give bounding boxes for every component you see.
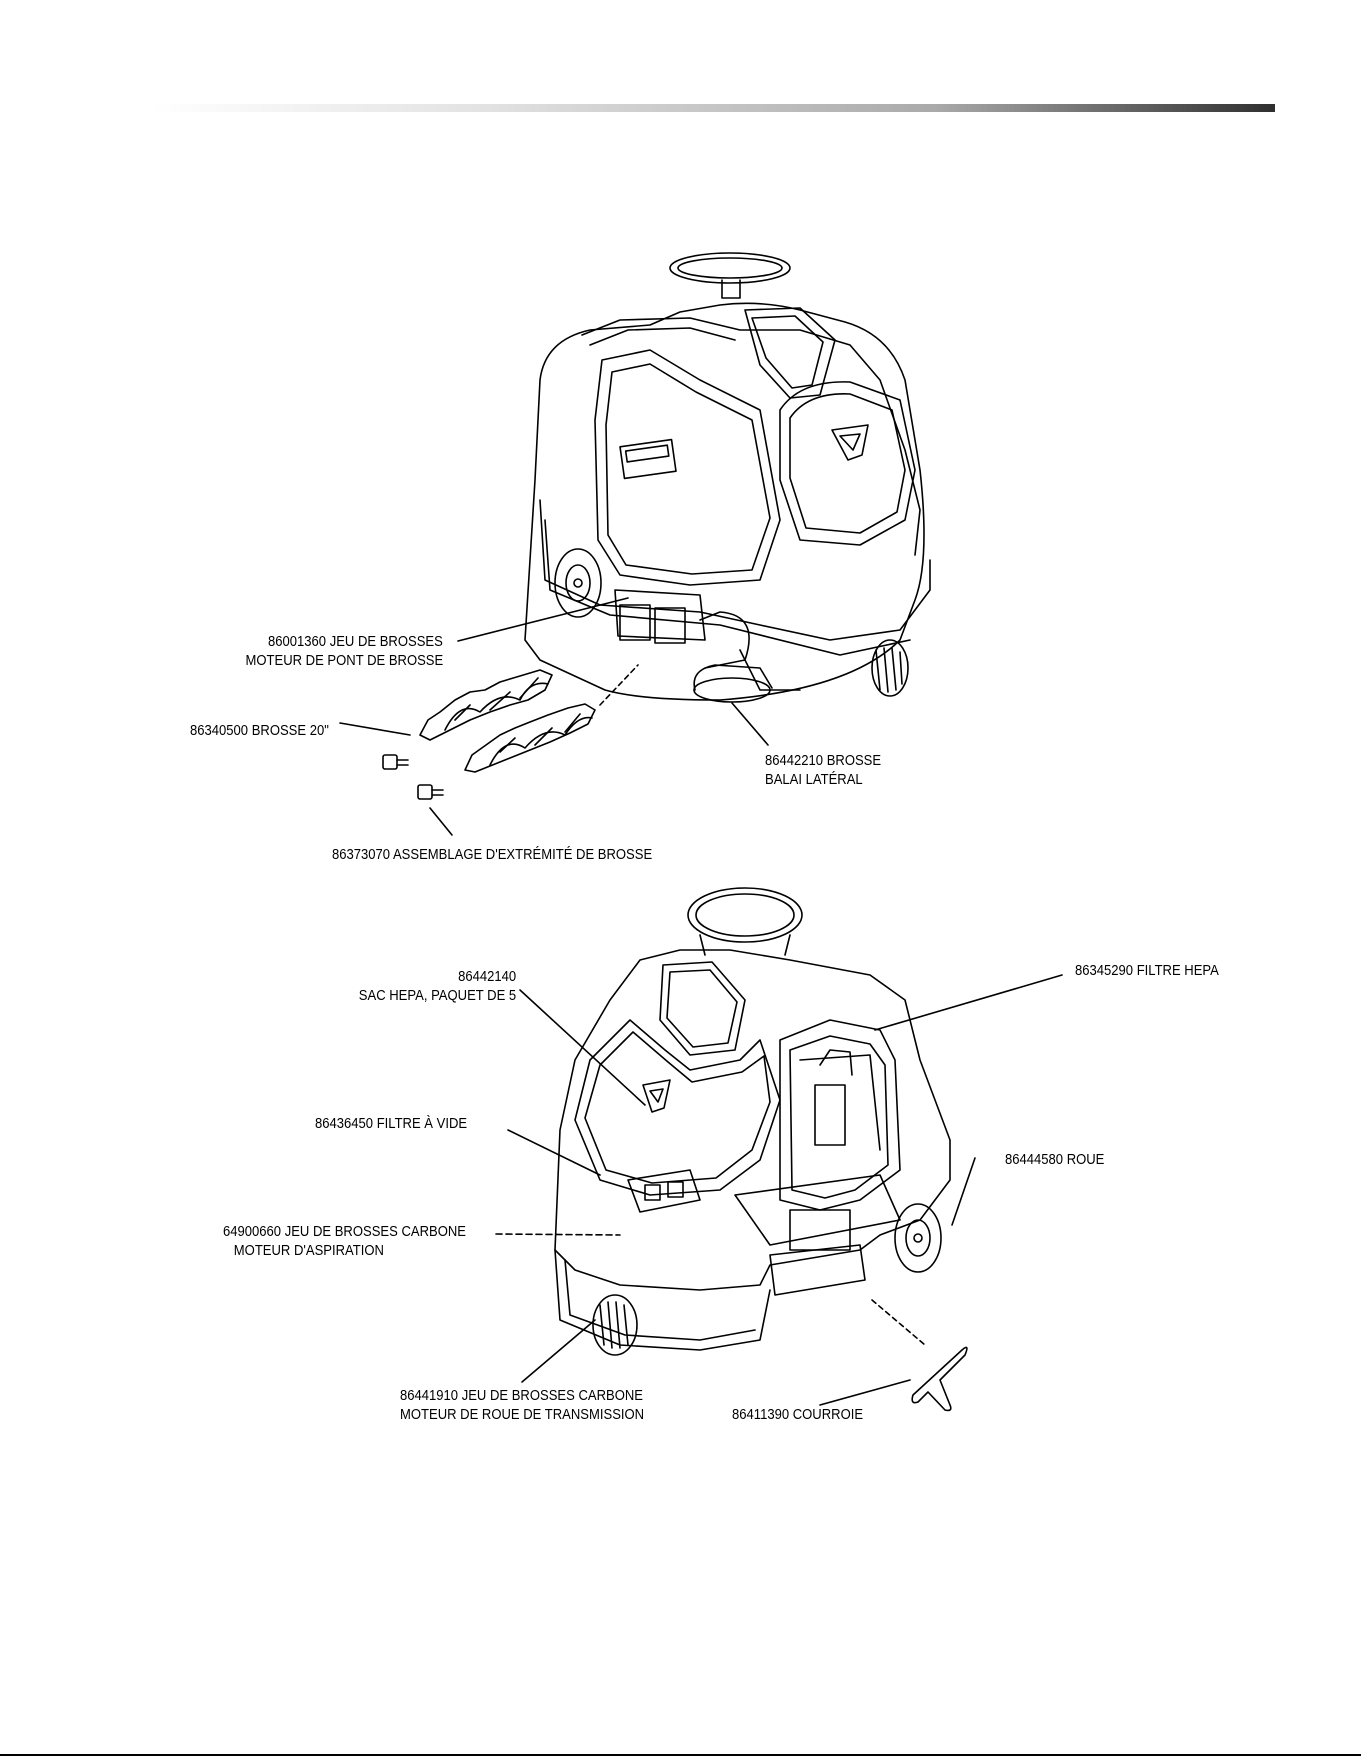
callout-side-broom-line1: 86442210 BROSSE <box>765 753 882 769</box>
belt <box>911 1346 968 1412</box>
callout-vac-motor-brushes-line1: 64900660 JEU DE BROSSES CARBONE <box>223 1224 466 1240</box>
callout-belt: 86411390 COURROIE <box>732 1406 863 1425</box>
callout-brush-set-bridge-line2: MOTEUR DE PONT DE BROSSE <box>245 653 444 669</box>
machine-top-view <box>524 252 931 703</box>
cylindrical-brush <box>419 669 596 773</box>
footer-rule <box>0 1754 1361 1756</box>
callout-drive-motor-brushes-line2: MOTEUR DE ROUE DE TRANSMISSION <box>400 1407 645 1423</box>
callout-side-broom: 86442210 BROSSE BALAI LATÉRAL <box>765 752 881 790</box>
header-gradient-bar <box>150 104 1275 112</box>
callout-vac-motor-brushes-line2: MOTEUR D'ASPIRATION <box>233 1243 384 1259</box>
callout-hepa-filter: 86345290 FILTRE HEPA <box>1075 962 1219 981</box>
callout-vac-motor-brushes: 64900660 JEU DE BROSSES CARBONE MOTEUR D… <box>223 1223 466 1261</box>
callout-vacuum-filter: 86436450 FILTRE À VIDE <box>315 1115 467 1134</box>
callout-brush-20: 86340500 BROSSE 20" <box>190 722 329 741</box>
callout-hepa-bag-line2: SAC HEPA, PAQUET DE 5 <box>358 988 517 1004</box>
callout-belt-line1: 86411390 COURROIE <box>732 1407 864 1423</box>
callout-hepa-filter-line1: 86345290 FILTRE HEPA <box>1075 963 1219 979</box>
callout-hepa-bag: 86442140 SAC HEPA, PAQUET DE 5 <box>359 968 517 1006</box>
callout-hepa-bag-line1: 86442140 <box>458 969 517 985</box>
callout-brush-set-bridge: 86001360 JEU DE BROSSES MOTEUR DE PONT D… <box>246 633 444 671</box>
callout-side-broom-line2: BALAI LATÉRAL <box>765 772 863 788</box>
callout-brush-set-bridge-line1: 86001360 JEU DE BROSSES <box>268 634 443 650</box>
callout-wheel-line1: 86444580 ROUE <box>1005 1152 1105 1168</box>
callout-wheel: 86444580 ROUE <box>1005 1151 1104 1170</box>
callout-brush-20-line1: 86340500 BROSSE 20" <box>190 723 329 739</box>
machine-rear-view <box>554 887 951 1356</box>
callout-brush-end-line1: 86373070 ASSEMBLAGE D'EXTRÉMITÉ DE BROSS… <box>332 847 653 863</box>
callout-vacuum-filter-line1: 86436450 FILTRE À VIDE <box>315 1116 468 1132</box>
callout-drive-motor-brushes-line1: 86441910 JEU DE BROSSES CARBONE <box>400 1388 643 1404</box>
brush-end-cap <box>382 754 444 800</box>
callout-brush-end: 86373070 ASSEMBLAGE D'EXTRÉMITÉ DE BROSS… <box>332 846 652 865</box>
callout-drive-motor-brushes: 86441910 JEU DE BROSSES CARBONE MOTEUR D… <box>400 1387 644 1425</box>
